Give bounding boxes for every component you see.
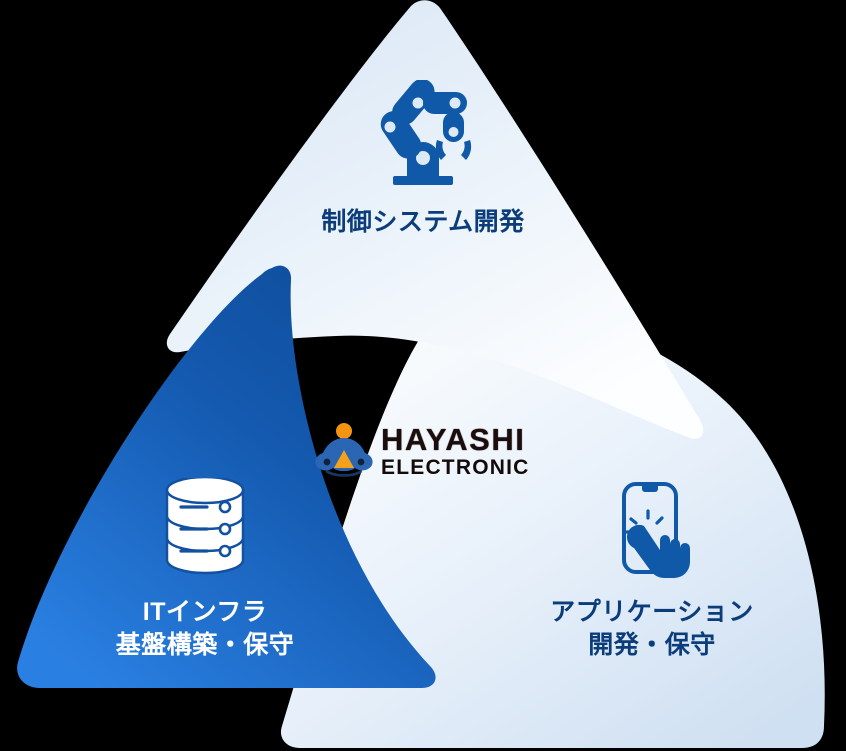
node-infra-label: ITインフラ 基盤構築・保守 [115,598,295,659]
node-control-label: 制御システム開発 [321,208,525,236]
mobile-tap-icon [602,478,702,582]
logo-line-hayashi: HAYASHI [381,422,526,457]
robot-arm-icon [367,78,479,192]
hayashi-emblem-icon [313,422,375,480]
node-app[interactable]: アプリケーション 開発・保守 [492,478,812,662]
node-control[interactable]: 制御システム開発 [263,78,583,239]
logo-line-electronic: ELECTRONIC [381,456,530,479]
node-infra[interactable]: ITインフラ 基盤構築・保守 [45,475,365,662]
petal-control[interactable] [166,0,704,439]
center-logo[interactable]: HAYASHI ELECTRONIC [313,420,545,482]
petal-infra[interactable] [17,265,436,688]
logo-wordmark: HAYASHI ELECTRONIC [381,424,545,478]
database-server-icon [155,475,255,582]
node-app-label: アプリケーション 開発・保守 [550,598,754,659]
